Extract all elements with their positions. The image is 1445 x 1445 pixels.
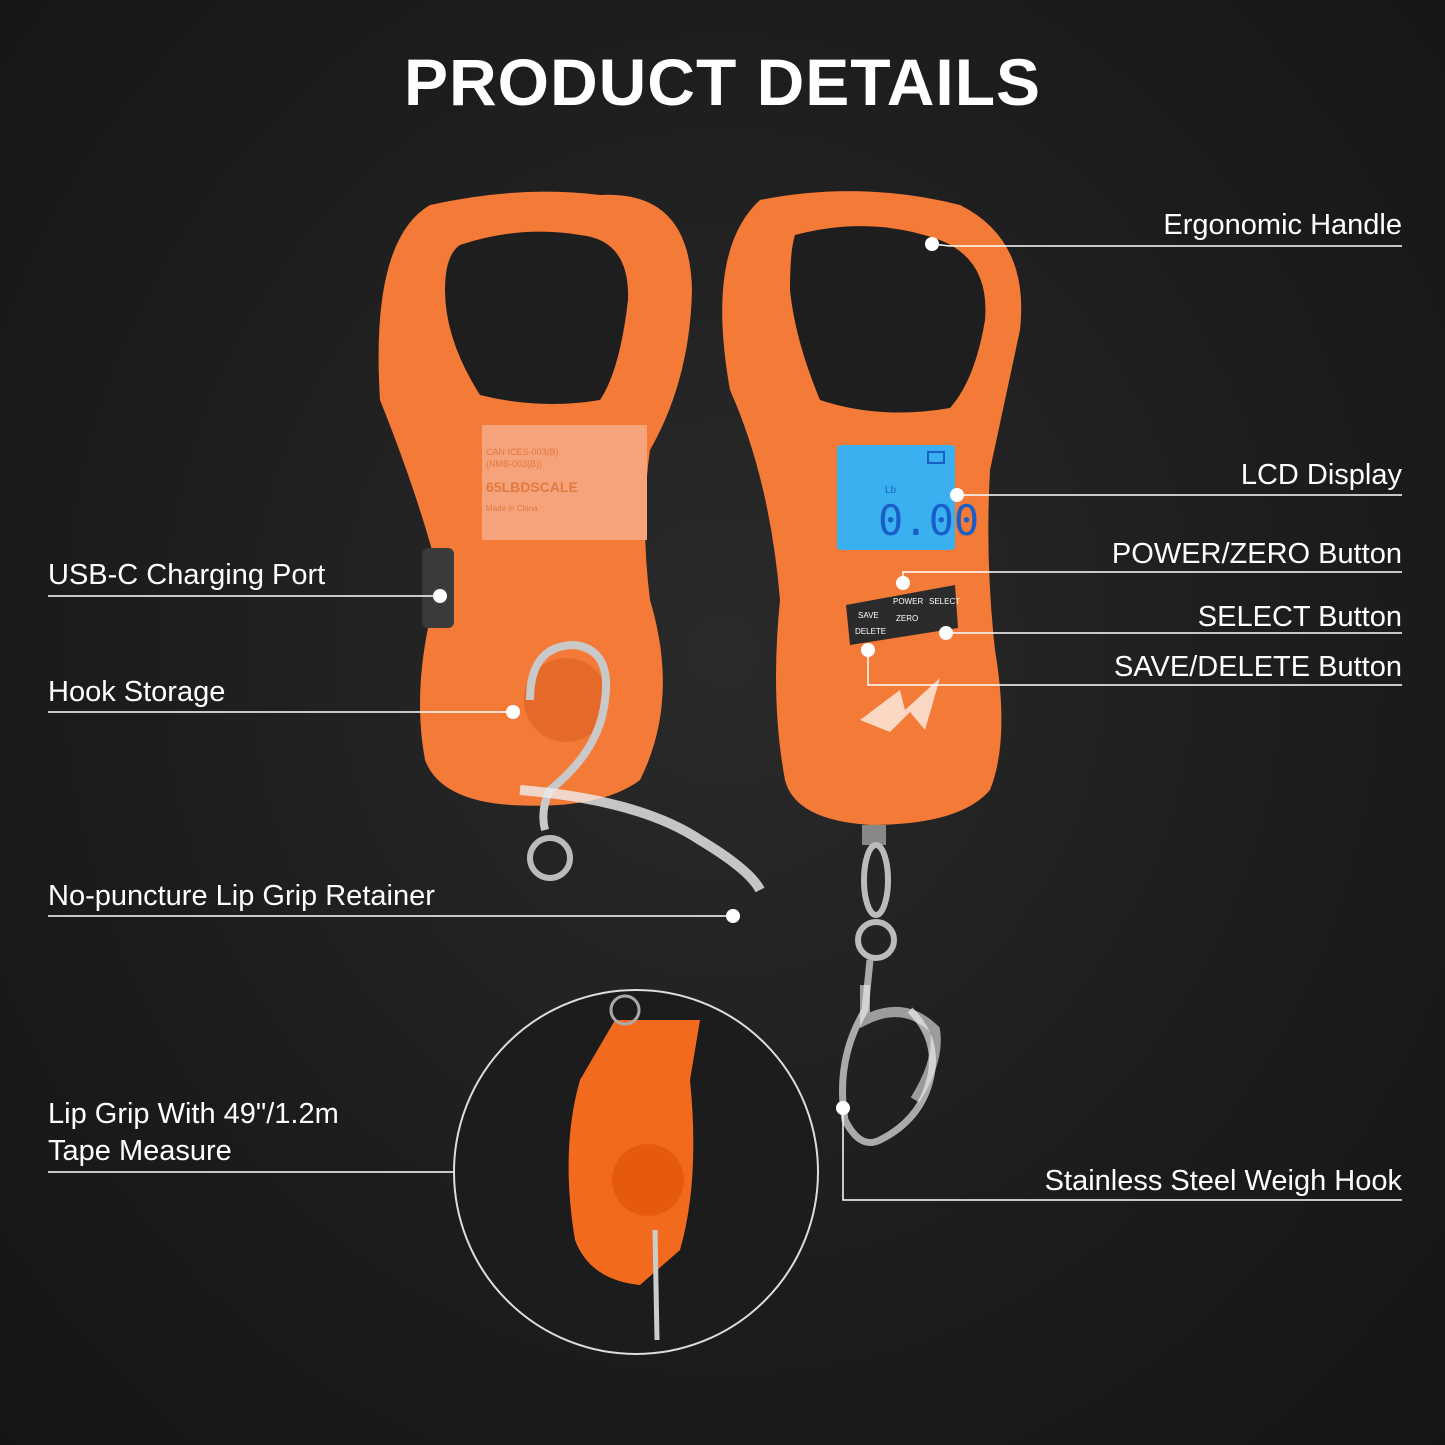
shackle — [861, 842, 891, 918]
scale-front-view: Lb 0.00 SAVE DELETE POWER ZERO SELECT — [722, 191, 1022, 1146]
certification-label — [482, 425, 647, 540]
callout-select: SELECT Button — [1197, 601, 1402, 633]
callout-hook-storage: Hook Storage — [48, 676, 226, 708]
svg-text:POWER: POWER — [893, 597, 923, 606]
svg-text:SAVE: SAVE — [858, 611, 879, 620]
svg-text:DELETE: DELETE — [855, 627, 886, 636]
lip-grip-retainer — [519, 785, 765, 893]
button-panel — [846, 585, 958, 645]
callout-ergonomic-handle: Ergonomic Handle — [1163, 209, 1402, 241]
tape-measure — [652, 1229, 660, 1341]
usb-port-cover — [422, 548, 454, 628]
lcd-unit: Lb — [885, 485, 897, 496]
callout-power-zero: POWER/ZERO Button — [1111, 538, 1402, 570]
callout-dots — [433, 237, 964, 1115]
lcd-screen — [837, 445, 955, 550]
svg-text:SELECT: SELECT — [929, 597, 960, 606]
lcd-reading: 0.00 — [878, 496, 979, 545]
page-title: PRODUCT DETAILS — [403, 45, 1042, 119]
callout-lip-grip-retainer: No-puncture Lip Grip Retainer — [48, 880, 435, 912]
callout-usb-port: USB-C Charging Port — [48, 559, 326, 591]
cert-text-2: (NMB-003(B)) — [486, 459, 542, 469]
model-text: 65LBDSCALE — [486, 479, 578, 495]
brand-logo — [860, 678, 940, 732]
callout-weigh-hook: Stainless Steel Weigh Hook — [1044, 1165, 1402, 1197]
callout-save-delete: SAVE/DELETE Button — [1114, 651, 1402, 683]
cert-text: CAN ICES-003(B) — [486, 447, 559, 457]
callout-lcd-display: LCD Display — [1240, 459, 1402, 491]
weigh-hook — [839, 959, 936, 1146]
svg-text:ZERO: ZERO — [896, 614, 918, 623]
callout-lip-grip-line1: Lip Grip With 49"/1.2m — [48, 1098, 339, 1130]
battery-icon — [927, 451, 945, 464]
lip-grip-inset — [453, 989, 819, 1355]
callout-lines — [48, 243, 1402, 1201]
origin-text: Made in China — [486, 504, 538, 513]
callout-lip-grip-line2: Tape Measure — [48, 1135, 232, 1167]
scale-back-view: CAN ICES-003(B) (NMB-003(B)) 65LBDSCALE … — [378, 191, 765, 893]
